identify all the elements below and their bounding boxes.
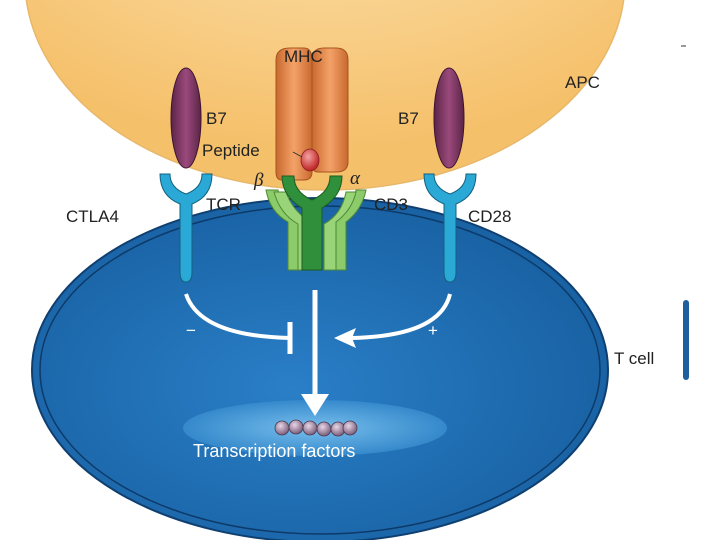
tcr-label: TCR: [206, 195, 241, 214]
cd3-label: CD3: [374, 195, 408, 214]
peptide-label: Peptide: [202, 141, 260, 160]
inhibitory-signal-path: [184, 293, 293, 354]
cd28-label: CD28: [468, 207, 511, 226]
tcr-signal-arrow: [301, 290, 329, 416]
transcription-factor: [274, 420, 290, 436]
transcription-factor: [342, 420, 358, 436]
cd28-receptor: [423, 173, 477, 283]
transcription-factors-label: Transcription factors: [193, 441, 355, 461]
b7-left-label: B7: [206, 109, 227, 128]
edge-artifact: [681, 45, 689, 380]
stimulatory-signal-path: [334, 293, 452, 348]
t-cell-label: T cell: [614, 349, 654, 368]
transcription-factor: [302, 420, 318, 436]
alpha-label: α: [350, 168, 361, 189]
b7-right-label: B7: [398, 109, 419, 128]
transcription-factor: [288, 419, 304, 435]
inhibitory-sign: −: [186, 321, 196, 340]
mhc-label: MHC: [284, 47, 323, 66]
peptide: [292, 148, 320, 172]
b7-left-molecule: [170, 67, 202, 169]
ctla4-receptor: [159, 173, 213, 283]
transcription-factor-cluster: [274, 419, 358, 437]
ctla4-label: CTLA4: [66, 207, 119, 226]
beta-label: β: [253, 170, 264, 191]
b7-right-molecule: [433, 67, 465, 169]
stimulatory-sign: +: [428, 321, 438, 340]
tcr-molecule: [281, 175, 343, 271]
mhc-molecule: [275, 47, 349, 181]
transcription-factor: [316, 421, 332, 437]
apc-label: APC: [565, 73, 600, 92]
